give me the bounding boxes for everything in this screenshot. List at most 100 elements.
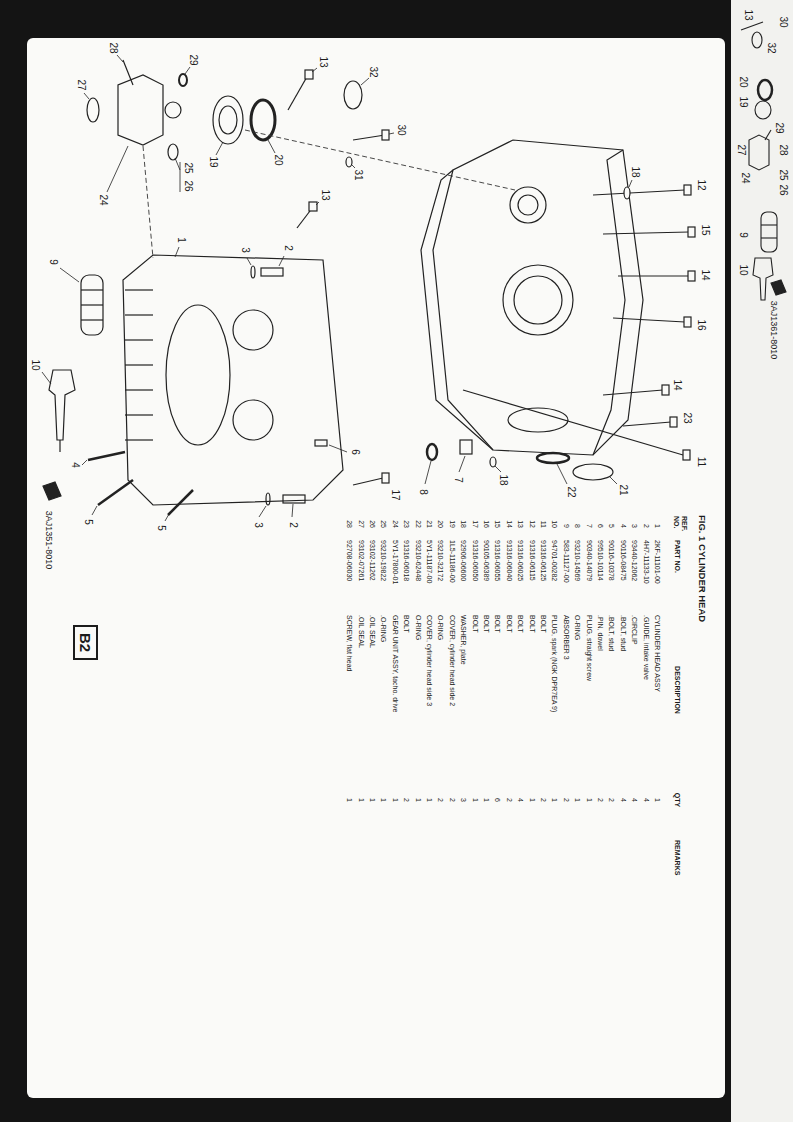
- callout-number: 19: [208, 156, 219, 167]
- quantity: 1: [357, 798, 365, 802]
- leader-line: [117, 55, 123, 62]
- figure-title: FIG. 1 CYLINDER HEAD: [697, 515, 707, 622]
- cylinder-head-upper: [421, 140, 643, 455]
- quantity: 1: [368, 798, 376, 802]
- callout-number: 5: [156, 525, 167, 531]
- bolt-symbol: [305, 70, 313, 79]
- node-text: B2: [77, 633, 94, 652]
- part-number: 2KF-11101-00: [653, 540, 661, 584]
- callout-number: 14: [700, 269, 711, 280]
- part-description: SCREW, flat head: [346, 615, 354, 671]
- ref-number: 25: [380, 520, 388, 528]
- leader-line: [180, 162, 181, 192]
- leader-line: [425, 461, 431, 484]
- ref-number: 24: [391, 520, 399, 528]
- callout-number: 32: [766, 42, 777, 53]
- part-description: BOLT: [539, 615, 547, 633]
- part-description: WASHER, plate: [460, 615, 468, 665]
- ref-number: 11: [539, 521, 547, 528]
- part-description: COVER, cylinder head side 2: [448, 615, 456, 706]
- next-page-fragment: [749, 135, 769, 170]
- part-description: ABSORBER 3: [562, 615, 570, 660]
- part-description: .OIL SEAL: [368, 615, 376, 648]
- part-description: COVER, cylinder head side 3: [425, 615, 433, 706]
- part-description: .PIN, dowel: [596, 615, 604, 651]
- next-page-fragment: [765, 130, 771, 140]
- page-code-box: B2: [73, 625, 98, 660]
- column-header: REF. NO.: [673, 516, 688, 536]
- leader-line: [268, 140, 275, 153]
- callout-number: 25: [778, 169, 789, 180]
- leader-line: [279, 256, 284, 266]
- bolt-symbol: [688, 271, 695, 281]
- tacho-gear-unit: [87, 60, 187, 160]
- column-header: PART NO.: [673, 540, 681, 573]
- assembly-line: [143, 130, 515, 258]
- callout-number: 10: [30, 359, 41, 370]
- part-number: 583-11127-00: [562, 540, 570, 583]
- bolt-symbol: [683, 450, 690, 460]
- quantity: 1: [574, 798, 582, 802]
- part-description: CYLINDER HEAD ASSY: [653, 615, 661, 692]
- bolt-symbol: [670, 417, 677, 427]
- part-number: 90340-14079: [585, 540, 593, 581]
- leader-line: [216, 142, 223, 155]
- cylinder-head-lower: [125, 364, 153, 365]
- bolt-symbol: [613, 318, 685, 322]
- next-page-fragment: [761, 212, 777, 252]
- ref-number: 23: [403, 520, 411, 528]
- cylinder-head-lower: [168, 490, 193, 515]
- callout-number: 8: [418, 489, 429, 495]
- side-cover: [427, 444, 437, 460]
- scan-ground: [27, 38, 725, 1098]
- callout-number: 13: [743, 9, 754, 20]
- cylinder-head-lower: [233, 310, 273, 350]
- callout-number: 7: [453, 477, 464, 483]
- ref-number: 5: [608, 524, 616, 528]
- ref-number: 27: [357, 520, 365, 528]
- ref-number: 3: [631, 524, 639, 528]
- drawing-code: 3AJ1351-8010: [43, 511, 53, 570]
- part-number: 93210-14569: [574, 540, 582, 581]
- bolt-symbol: [603, 390, 663, 395]
- next-page-fragment: [758, 80, 772, 100]
- cylinder-head-lower: [125, 439, 153, 440]
- leader-line: [84, 93, 89, 99]
- callout-number: 2: [288, 522, 299, 528]
- quantity: 1: [653, 798, 661, 802]
- quantity: 2: [448, 798, 456, 802]
- part-number: 1L5-11186-00: [448, 540, 456, 583]
- callout-number: 3: [253, 522, 264, 528]
- callout-number: 4: [70, 462, 81, 468]
- leader-line: [42, 372, 51, 384]
- leader-line: [165, 514, 169, 521]
- ref-number: 22: [414, 520, 422, 528]
- ref-number: 14: [505, 520, 513, 528]
- callout-number: 26: [778, 184, 789, 195]
- tacho-gear-unit: [87, 98, 99, 122]
- bolt-symbol: [624, 187, 630, 199]
- ref-number: 15: [494, 520, 502, 528]
- part-description: BOLT: [494, 615, 502, 633]
- part-number: 99510-10114: [596, 540, 604, 581]
- part-number: 92708-06030: [346, 540, 354, 581]
- quantity: 1: [414, 798, 422, 802]
- ref-number: 1: [653, 524, 661, 528]
- callout-number: 22: [566, 486, 577, 497]
- bolt-symbol: [688, 227, 695, 237]
- cylinder-head-lower: [88, 255, 343, 515]
- bolt-symbol: [288, 70, 695, 485]
- absorber-and-plug: [81, 319, 103, 320]
- callout-number: 32: [368, 66, 379, 77]
- ref-number: 4: [619, 524, 627, 528]
- absorber-and-plug: [59, 440, 60, 452]
- ref-number: 21: [425, 520, 433, 528]
- quantity: 2: [562, 798, 570, 802]
- part-number: 92906-06600: [460, 540, 468, 581]
- leader-line: [329, 445, 347, 452]
- part-description: .CIRCLIP: [631, 615, 639, 645]
- callout-number: 31: [353, 169, 364, 180]
- callout-number: 17: [390, 489, 401, 500]
- ref-number: 16: [482, 520, 490, 528]
- callout-number: 29: [774, 122, 785, 133]
